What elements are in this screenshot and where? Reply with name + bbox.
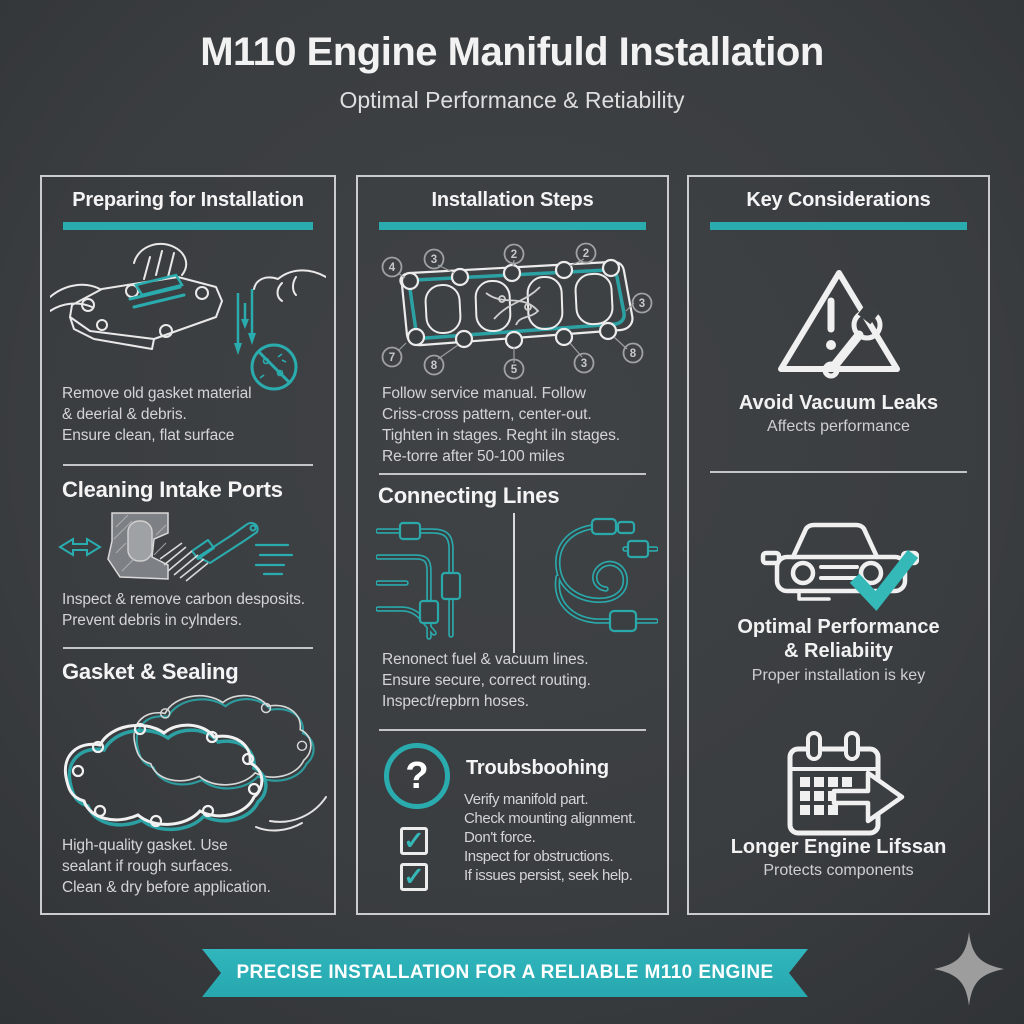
intake-port-brush-illustration — [58, 512, 294, 582]
banner-text: PRECISE INSTALLATION FOR A RELIABLE M110… — [236, 962, 774, 983]
torque-number: 3 — [581, 358, 587, 370]
page-title: M110 Engine Manifuld Installation — [200, 30, 824, 74]
gasket-text: High-quality gasket. Use sealant if roug… — [62, 837, 271, 897]
line-connectors — [398, 521, 462, 625]
torque-number: 4 — [389, 262, 396, 274]
torque-number: 2 — [511, 249, 517, 261]
torque-number: 8 — [431, 360, 438, 372]
divider — [710, 471, 967, 473]
forward-arrow-detail — [831, 770, 904, 824]
troubleshooting-text: Verify manifold part. Check mounting ali… — [464, 791, 636, 884]
checkbox-icon: ✓ — [400, 863, 428, 891]
panel-preparing-for-installation: Preparing for Installation — [40, 175, 336, 915]
accent-underline — [710, 222, 967, 230]
torque-number: 3 — [431, 254, 437, 266]
question-mark-glyph: ? — [405, 754, 429, 797]
consideration-title: Avoid Vacuum Leaks — [738, 392, 939, 414]
consideration-item: Avoid Vacuum Leaks Affects performance — [689, 391, 988, 436]
divider — [63, 647, 313, 649]
vacuum-lines-illustration — [554, 517, 658, 633]
panel-installation-steps: Installation Steps — [356, 175, 669, 915]
debris-falling-arrows — [234, 289, 256, 355]
checkbox-icon: ✓ — [400, 827, 428, 855]
hands-scraping-manifold-illustration — [50, 242, 326, 391]
steps-text: Follow service manual. Follow Criss-cros… — [382, 385, 620, 466]
gasket-illustration — [63, 694, 327, 832]
torque-number: 7 — [389, 352, 395, 364]
checkmark-glyph: ✓ — [403, 826, 425, 855]
connecting-heading: Connecting Lines — [378, 483, 560, 508]
illustration-divider — [513, 513, 515, 653]
accent-underline — [379, 222, 646, 230]
line-connectors — [590, 517, 650, 633]
panel-header: Key Considerations — [746, 189, 931, 211]
panel-header: Installation Steps — [431, 189, 594, 211]
connecting-text: Renonect fuel & vacuum lines. Ensure sec… — [382, 651, 591, 711]
car-check-icon — [760, 522, 919, 611]
torque-number: 8 — [630, 348, 637, 360]
divider — [379, 729, 646, 731]
accent-underline — [63, 222, 313, 230]
warning-wrench-icon — [777, 270, 900, 379]
page-subtitle: Optimal Performance & Retiability — [339, 87, 685, 113]
cleaning-heading: Cleaning Intake Ports — [62, 477, 283, 502]
no-debris-icon — [250, 343, 298, 391]
hand-outline — [255, 796, 327, 832]
airflow-lines — [254, 543, 294, 576]
sparkle-icon — [934, 932, 1004, 1006]
wrench-detail — [822, 301, 882, 379]
panel-header: Preparing for Installation — [72, 189, 304, 211]
scraper-blade — [128, 273, 186, 309]
consideration-item: Longer Engine Lifssan Protects component… — [689, 835, 988, 880]
divider — [379, 473, 646, 475]
poster-header: M110 Engine Manifuld Installation Optima… — [0, 30, 1024, 114]
torque-number: 2 — [583, 248, 589, 260]
crossed-tools-detail — [485, 286, 541, 326]
bottom-banner-ribbon: PRECISE INSTALLATION FOR A RELIABLE M110… — [202, 949, 808, 997]
cleaning-text: Inspect & remove carbon desposits. Preve… — [62, 591, 306, 630]
question-mark-icon: ? — [384, 743, 450, 809]
consideration-title: Longer Engine Lifssan — [730, 836, 947, 858]
manifold-torque-sequence-diagram: 4 3 2 2 3 7 8 5 3 8 — [381, 242, 653, 380]
cleaning-brush — [159, 522, 259, 582]
fuel-lines-illustration — [376, 521, 462, 640]
torque-number: 5 — [511, 364, 518, 376]
torque-number: 3 — [639, 298, 645, 310]
troubleshooting-heading: Troubsboohing — [466, 757, 609, 779]
panel-key-considerations: Key Considerations Avoid Vacuum Leaks Af… — [687, 175, 990, 915]
consideration-subtitle: Protects components — [763, 862, 914, 880]
consideration-subtitle: Proper installation is key — [751, 666, 926, 684]
double-arrow-icon — [58, 537, 102, 557]
checkmark-glyph: ✓ — [403, 862, 425, 891]
gasket-heading: Gasket & Sealing — [62, 659, 239, 684]
consideration-subtitle: Affects performance — [767, 418, 910, 436]
divider — [63, 464, 313, 466]
check-mark-detail — [849, 549, 918, 611]
consideration-item: Optimal Performance & Reliabiity Proper … — [689, 615, 988, 685]
torque-sequence-badges — [381, 242, 653, 380]
consideration-title: Optimal Performance & Reliabiity — [737, 616, 940, 663]
calendar-arrow-icon — [787, 731, 904, 836]
prep-text: Remove old gasket material & deerial & d… — [62, 385, 252, 445]
